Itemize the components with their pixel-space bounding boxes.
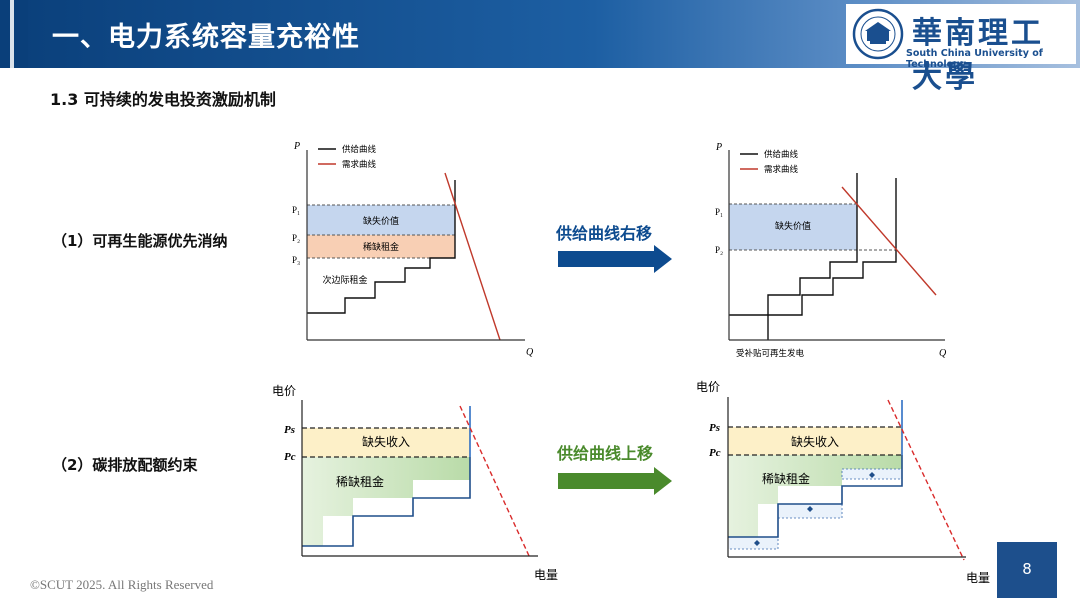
axis-price-label: 电价 [696,380,720,394]
price-p1-label: P₁ [715,207,723,217]
right-arrow-green-icon [558,467,672,495]
demand-curve [887,399,965,561]
scarcity-rent-region [307,235,455,258]
arrow-label-shift-right: 供给曲线右移 [556,224,653,243]
diagram-renewable-after: P Q 供给曲线 需求曲线 P₁ P₂ 缺失价值 受补贴可再生发电 [715,142,947,359]
supply-curve [307,180,456,314]
legend-demand: 需求曲线 [764,164,799,175]
legend-supply: 供给曲线 [342,144,377,155]
axis-q-label: Q [939,348,947,359]
missing-revenue-label: 缺失收入 [791,434,839,449]
scarcity-rent-label: 稀缺租金 [363,241,399,253]
missing-value-region [729,204,857,250]
price-p2-label: P₂ [292,233,300,243]
row-label-carbon: （2）碳排放配额约束 [52,456,198,474]
up-marker-icon [869,472,875,478]
header-accent-stripe [10,0,14,68]
axis-p-label: P [293,141,300,152]
supply-curve-original [729,173,858,316]
axis-q-label: Q [526,347,534,358]
scarcity-rent-label: 稀缺租金 [336,474,384,489]
right-arrow-icon [558,245,672,273]
price-p3-label: P₃ [292,255,300,265]
diagram-renewable-before: P Q 供给曲线 需求曲线 P₁ P₂ P₃ 缺失价值 稀缺租金 次边际租金 [292,141,534,358]
missing-revenue-region [728,427,902,455]
subsidized-renewable-label: 受补贴可再生发电 [736,348,805,359]
missing-revenue-label: 缺失收入 [362,434,410,449]
price-p2-label: P₂ [715,245,723,255]
header-accent-bar [0,0,28,68]
supply-curve [302,457,471,547]
missing-value-label: 缺失价值 [775,220,811,232]
diagram-carbon-after: 电价 电量 Ps Pc 缺失收入 稀缺租金 [696,380,990,585]
university-name-en: South China University of Technology [906,48,1043,70]
price-pc-label: Pc [709,447,721,459]
arrow-label-shift-up: 供给曲线上移 [557,444,654,463]
university-seal-icon [852,8,904,60]
legend-demand: 需求曲线 [342,159,377,170]
section-subtitle: 1.3 可持续的发电投资激励机制 [50,90,276,109]
demand-curve [444,172,501,341]
university-name-cn: 華南理工大學 [912,16,1044,95]
price-pc-label: Pc [284,451,296,463]
price-ps-label: Ps [284,424,295,436]
up-marker-icon [807,506,813,512]
cost-increase-block [727,536,779,550]
axis-qty-label: 电量 [534,568,558,582]
page-number: 8 [997,542,1057,598]
supply-curve-raised [728,455,903,538]
page-title: 一、电力系统容量充裕性 [52,22,360,53]
university-logo: 華南理工大學 South China University of Technol… [846,4,1076,95]
supply-curve-shifted [767,178,897,340]
diagram-carbon-before: 电价 电量 Ps Pc 缺失收入 稀缺租金 [272,384,558,582]
up-marker-icon [754,540,760,546]
header-bar: 一、电力系统容量充裕性 華南理工大學 South China Universit… [0,0,1080,95]
axis-p-label: P [715,142,722,153]
row-label-renewable: （1）可再生能源优先消纳 [52,232,228,250]
scarcity-rent-region [302,457,470,546]
copyright-footer: ©SCUT 2025. All Rights Reserved [30,577,214,592]
axis-price-label: 电价 [272,384,296,398]
demand-curve [459,405,531,559]
inframarginal-rent-label: 次边际租金 [322,274,367,286]
scarcity-rent-label: 稀缺租金 [762,471,810,486]
demand-curve [841,186,937,296]
legend-supply: 供给曲线 [764,149,799,160]
missing-value-region [307,205,455,235]
missing-revenue-region [302,428,470,457]
price-p1-label: P₁ [292,205,300,215]
axis-qty-label: 电量 [966,571,990,585]
missing-value-label: 缺失价值 [363,215,399,227]
scarcity-rent-region [728,455,902,537]
price-ps-label: Ps [709,422,720,434]
